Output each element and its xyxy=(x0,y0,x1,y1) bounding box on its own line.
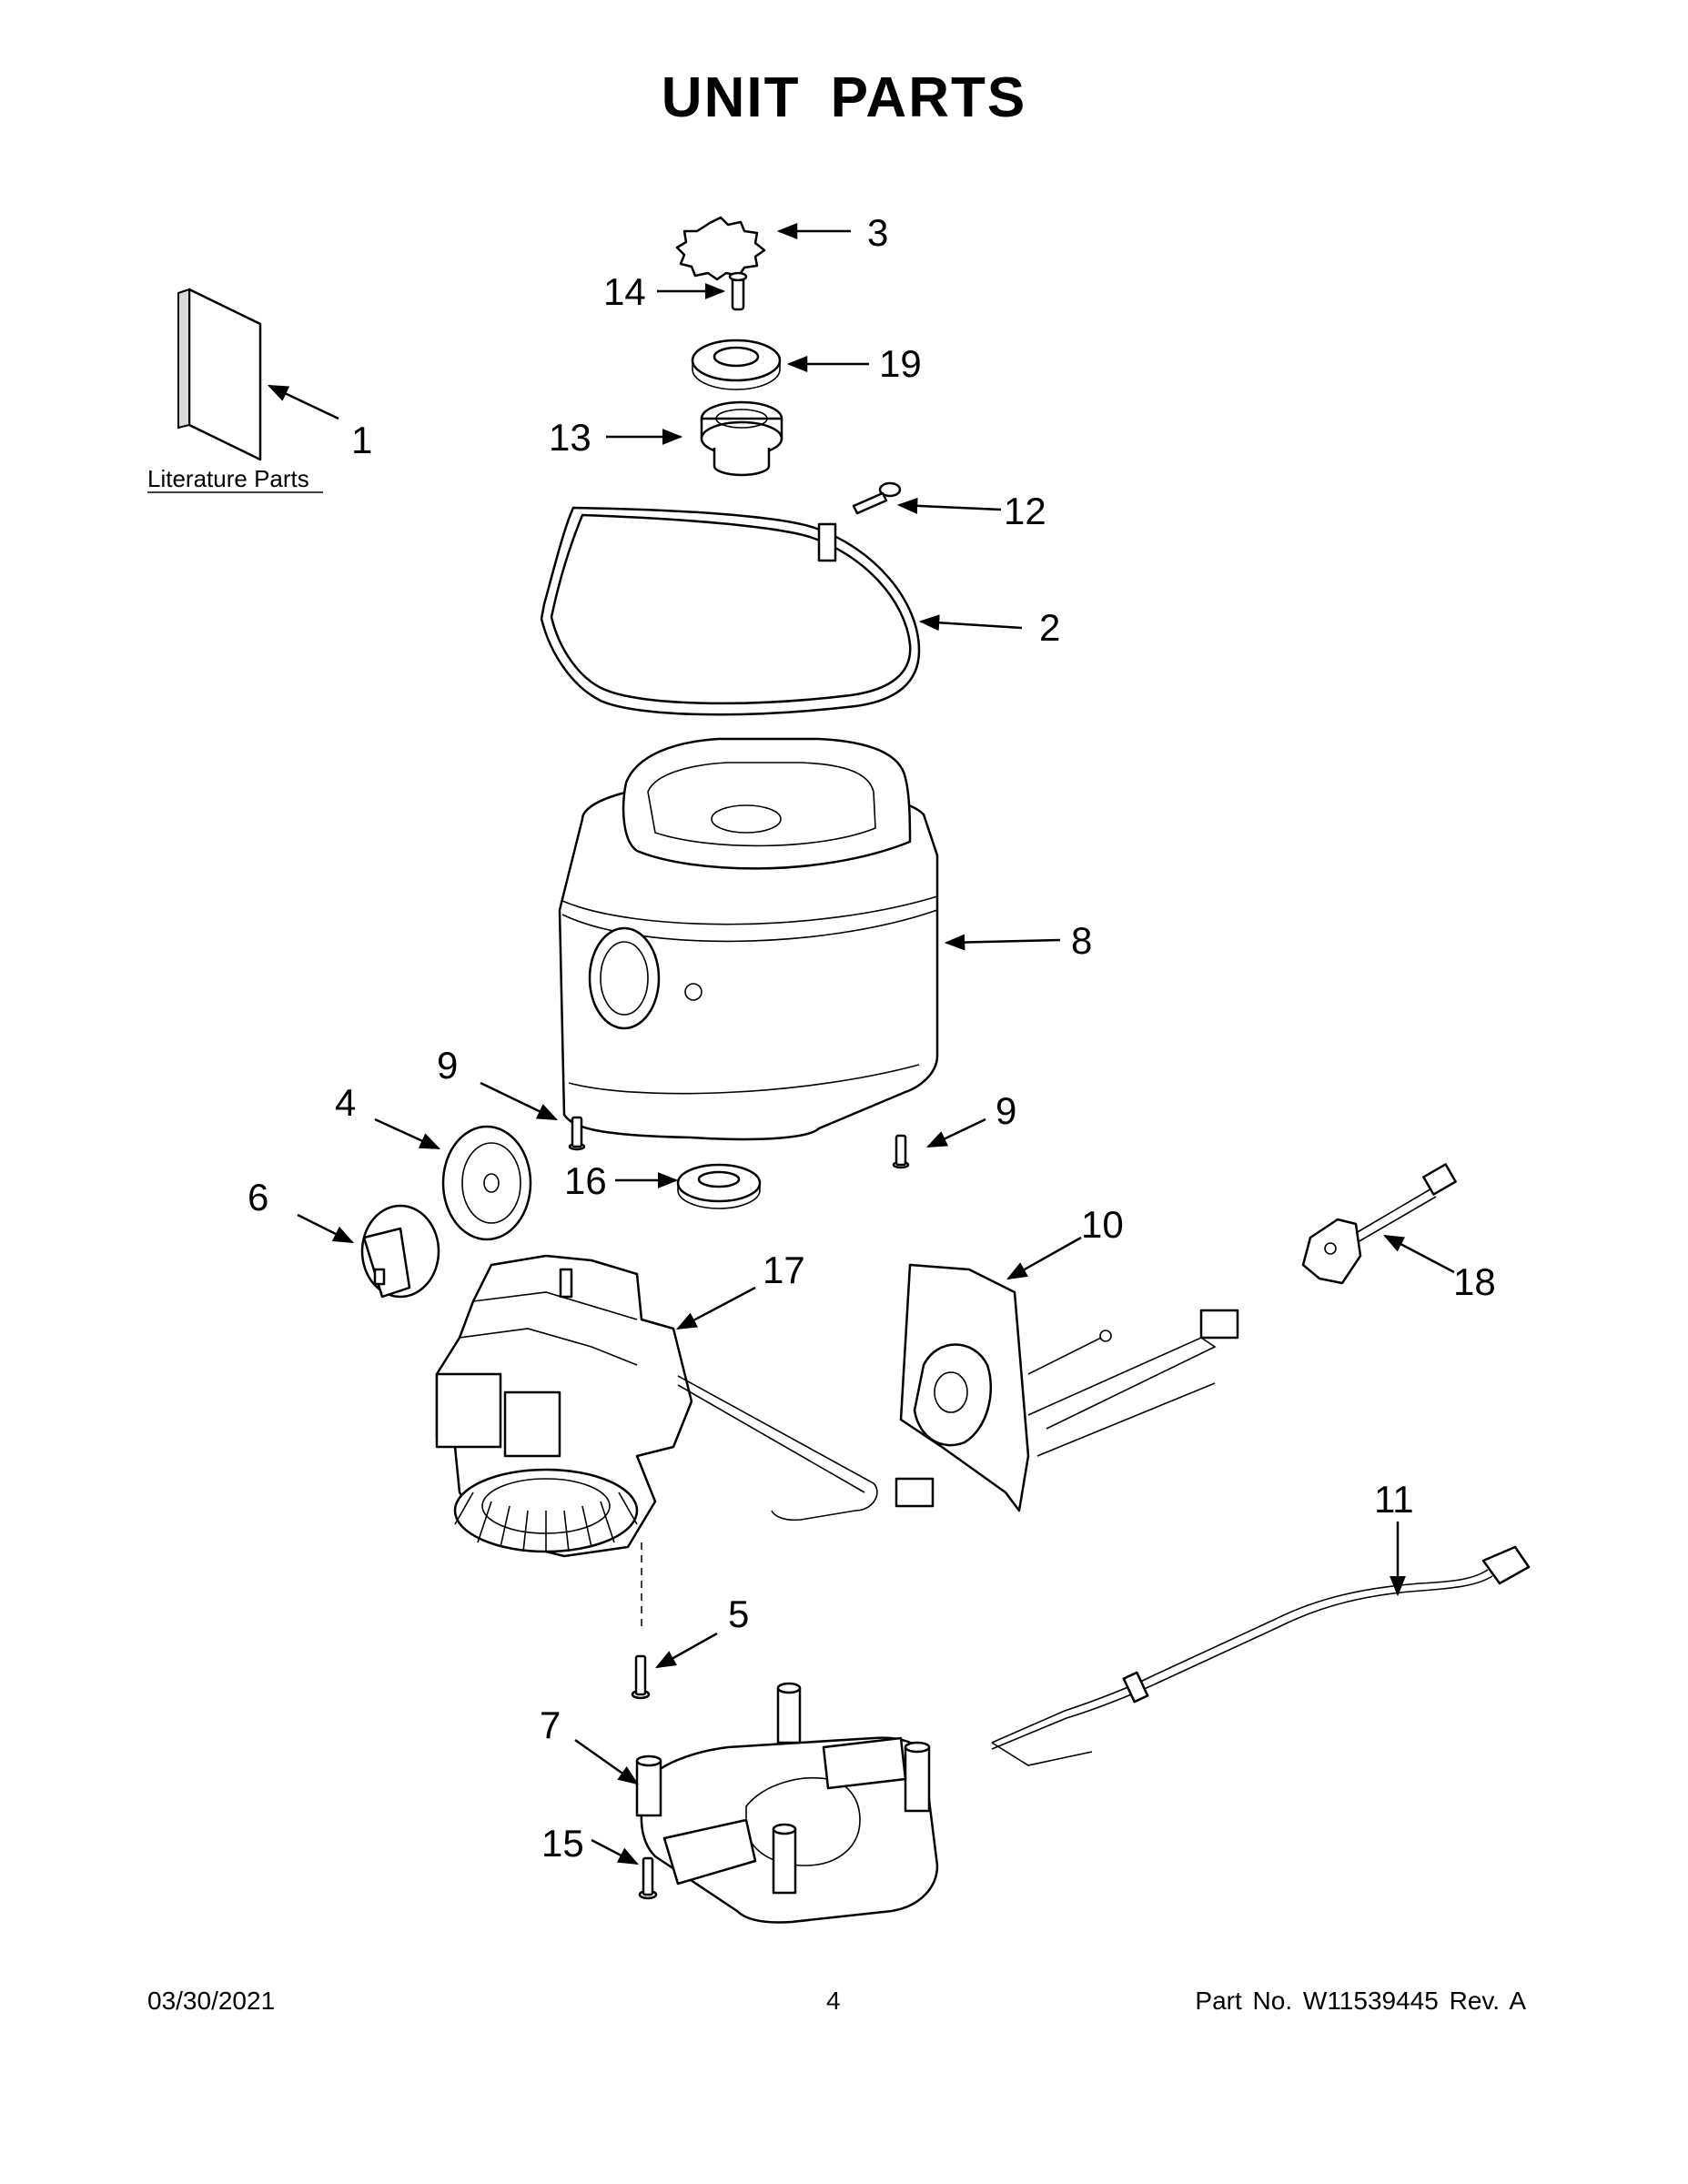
callout-12: 12 xyxy=(1004,490,1046,532)
callout-9-right: 9 xyxy=(996,1089,1016,1132)
part-9-screw-left: 9 xyxy=(437,1044,586,1151)
callout-6: 6 xyxy=(248,1176,268,1218)
part-6-control-knob: 6 xyxy=(248,1176,440,1299)
page-title: UNIT PARTS xyxy=(661,66,1027,129)
footer-date: 03/30/2021 xyxy=(147,1987,276,2015)
callout-17: 17 xyxy=(763,1249,805,1291)
part-14-pin: 14 xyxy=(603,270,748,313)
callout-3: 3 xyxy=(867,211,888,254)
callout-14: 14 xyxy=(603,270,646,313)
callout-16: 16 xyxy=(564,1159,607,1202)
part-15-screw: 15 xyxy=(541,1822,658,1900)
part-7-base-plate: 7 xyxy=(540,1682,939,1924)
callout-10: 10 xyxy=(1081,1203,1124,1246)
callout-19: 19 xyxy=(879,342,922,385)
callout-2: 2 xyxy=(1039,606,1060,649)
part-17-motor: 17 xyxy=(435,1249,935,1629)
callout-4: 4 xyxy=(335,1081,356,1124)
callout-11: 11 xyxy=(1374,1478,1414,1521)
callout-7: 7 xyxy=(540,1704,561,1746)
part-13-drive-coupler: 13 xyxy=(549,400,783,477)
part-5-screw: 5 xyxy=(631,1592,749,1700)
callout-8: 8 xyxy=(1071,919,1092,962)
part-9-screw-right: 9 xyxy=(892,1089,1016,1169)
part-10-control-board: 10 xyxy=(899,1203,1239,1512)
part-4-knob-bezel: 4 xyxy=(335,1081,532,1241)
footer-part-number: Part No. W11539445 Rev. A xyxy=(1195,1987,1526,2015)
part-19-washer: 19 xyxy=(691,339,922,390)
callout-18: 18 xyxy=(1453,1260,1496,1303)
footer-page-number: 4 xyxy=(826,1987,841,2015)
part-18-sensor: 18 xyxy=(1301,1163,1496,1303)
part-8-base-housing: 8 xyxy=(558,737,1092,1141)
part-literature-book: 1 Literature Parts xyxy=(147,288,372,493)
callout-15: 15 xyxy=(541,1822,584,1865)
callout-5: 5 xyxy=(728,1592,749,1635)
callout-1: 1 xyxy=(351,419,372,461)
part-16-washer: 16 xyxy=(564,1159,762,1209)
literature-parts-label: Literature Parts xyxy=(147,465,309,492)
callout-9-left: 9 xyxy=(437,1044,458,1087)
callout-13: 13 xyxy=(549,416,591,459)
part-2-trim-band: 2 xyxy=(540,506,1060,716)
part-11-power-cord: 11 xyxy=(991,1478,1531,1766)
part-12-screw: 12 xyxy=(852,481,1046,532)
part-3-star-cap: 3 xyxy=(675,211,888,281)
